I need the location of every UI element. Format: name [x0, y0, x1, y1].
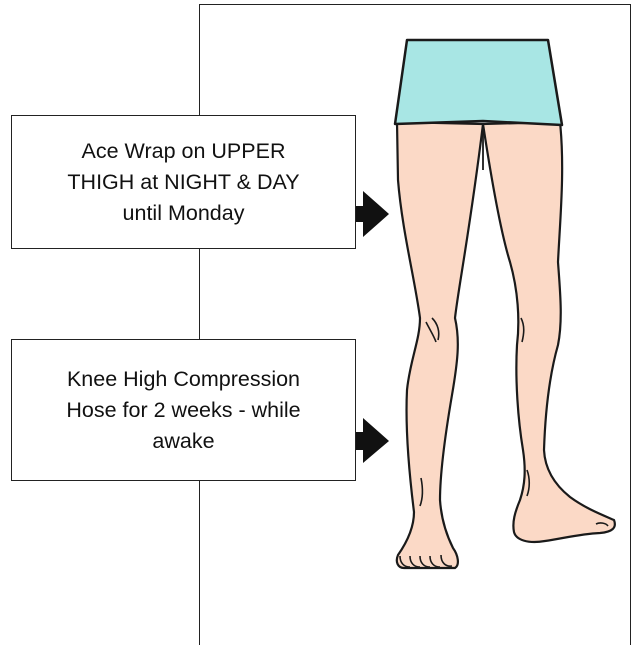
note-line: THIGH at NIGHT & DAY [67, 167, 299, 198]
note-line: Knee High Compression [66, 364, 300, 395]
note-line: awake [66, 426, 300, 457]
right-leg [483, 122, 615, 542]
shorts [395, 40, 562, 125]
note-line: Ace Wrap on UPPER [67, 136, 299, 167]
left-leg [397, 122, 483, 568]
note-line: until Monday [67, 198, 299, 229]
compression-hose-instruction-box: Knee High Compression Hose for 2 weeks -… [11, 339, 356, 481]
legs-illustration [0, 0, 637, 631]
note-line: Hose for 2 weeks - while [66, 395, 300, 426]
ace-wrap-instruction-box: Ace Wrap on UPPER THIGH at NIGHT & DAY u… [11, 115, 356, 249]
